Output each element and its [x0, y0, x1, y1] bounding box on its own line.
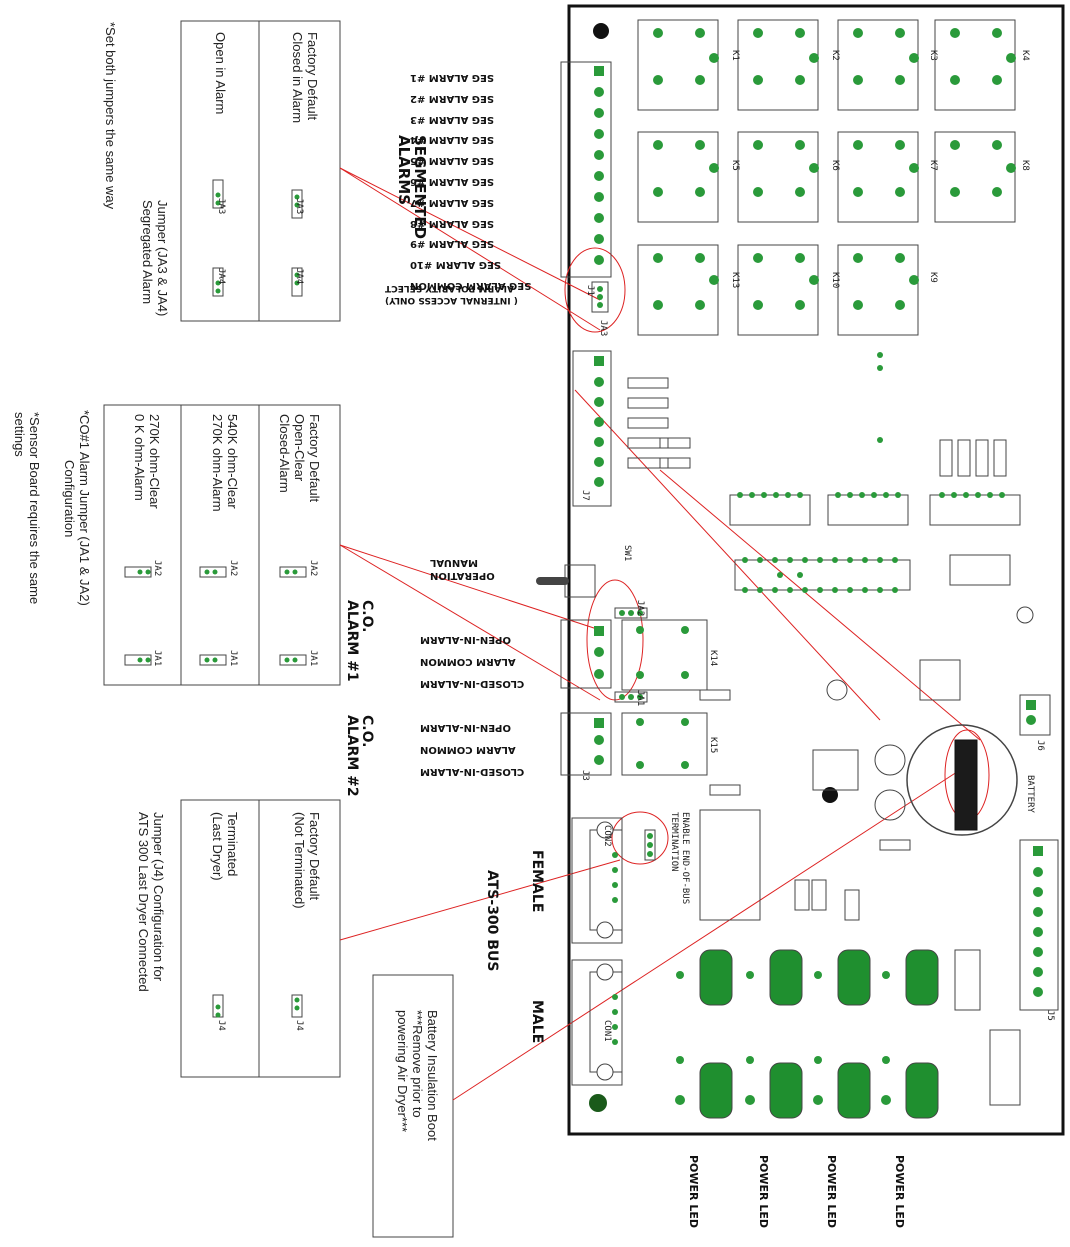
- j3-label: J3: [580, 770, 590, 781]
- ja2-board-label: JA2: [635, 600, 645, 617]
- battery-note: Battery Insulation Boot***Remove prior t…: [395, 1010, 440, 1141]
- seg-terminal-pins: [594, 66, 604, 265]
- seg-ja3-label-2: JA3: [216, 198, 226, 215]
- relay-k9-label: K9: [928, 272, 938, 283]
- battery-boot: [954, 739, 978, 831]
- co1-terminal-labels: CLOSED-IN-ALARM ALARM COMMON OPEN-IN-ALA…: [420, 634, 525, 689]
- relay-k2-label: K2: [830, 50, 840, 61]
- power-led-1: POWER LED: [687, 1155, 700, 1229]
- manual-operation-label: OPERATION MANUAL: [430, 557, 495, 581]
- ats-bus-label: ATS-300 BUS: [484, 870, 500, 972]
- female-label: FEMALE: [529, 850, 545, 913]
- relay-k5-label: K5: [730, 160, 740, 171]
- mounting-hole-top: [593, 23, 609, 39]
- relay-k10-label: K10: [830, 272, 840, 289]
- ic-area: [699, 494, 1021, 921]
- relay-k7-label: K7: [928, 160, 938, 171]
- con1-label: CON1: [602, 1020, 612, 1042]
- seg-caption: Jumper (JA3 & JA4)Segregated Alarm: [140, 200, 170, 317]
- relay-k3-label: K3: [928, 50, 938, 61]
- j1-label: J1: [585, 285, 595, 296]
- relay-pins: [636, 28, 1016, 769]
- fuses: [699, 949, 939, 1119]
- co-ja2-label-3: JA2: [152, 560, 162, 577]
- j4-jumper-table: [180, 799, 341, 1078]
- power-led-2: POWER LED: [757, 1155, 770, 1229]
- ja3-board-label: JA3: [598, 320, 608, 337]
- battery-note-box: [372, 974, 454, 1238]
- co-ja2-label-2: JA2: [228, 560, 238, 577]
- mounting-hole-mid: [822, 787, 838, 803]
- relay-k4-label: K4: [1020, 50, 1030, 61]
- relay-k1-label: K1: [730, 50, 740, 61]
- ic-pins: [737, 352, 1005, 593]
- co2-terminal-labels: CLOSED-IN-ALARM ALARM COMMON OPEN-IN-ALA…: [420, 722, 525, 777]
- leader-lines: [339, 167, 990, 1101]
- pcb-outline: [567, 4, 1065, 1136]
- ja1-board-label: JA1: [635, 690, 645, 707]
- relay-k13-label: K13: [730, 272, 740, 289]
- co-alarm-1-label: C.O.ALARM #1: [344, 600, 375, 682]
- sw1-label: SW1: [622, 545, 632, 562]
- seg-open-in-alarm: Open in Alarm: [213, 32, 228, 115]
- db9-female: [571, 817, 623, 944]
- male-label: MALE: [529, 1000, 545, 1044]
- co-caption: *CO#1 Alarm Jumper (JA1 & JA2)Configurat…: [62, 410, 92, 606]
- polarity-label: ( INTERNAL ACCESS ONLY) ALARM POLARITY S…: [385, 283, 518, 305]
- co-ja1-label-2: JA1: [228, 650, 238, 667]
- con2-label: CON2: [602, 825, 612, 847]
- battery-outline: [906, 724, 1018, 836]
- j4-factory-default: Factory Default(Not Terminated): [292, 812, 322, 909]
- db9-male: [571, 959, 623, 1086]
- co-alarm-2-label: C.O.ALARM #2: [344, 715, 375, 797]
- co-ja1-label-3: JA1: [152, 650, 162, 667]
- relay-k14-label: K14: [708, 650, 718, 667]
- j6-label: J6: [1035, 740, 1045, 751]
- resistors: [627, 377, 1007, 921]
- relay-k15-label: K15: [708, 737, 718, 754]
- power-led-3: POWER LED: [825, 1155, 838, 1229]
- seg-ja4-label-2: JA4: [216, 268, 226, 285]
- j4-terminated: Terminated(Last Dryer): [210, 812, 240, 881]
- co-ja1-label-1: JA1: [308, 650, 318, 667]
- relay-k8-label: K8: [1020, 160, 1030, 171]
- j4-label-1: J4: [294, 1020, 304, 1031]
- seg-note: *Set both jumpers the same way: [103, 22, 118, 210]
- seg-alarm-list: SEG ALARM COMMON SEG ALARM #10 SEG ALARM…: [410, 71, 532, 291]
- seg-ja4-label-1: JA4: [294, 268, 304, 285]
- j7-label: J7: [580, 490, 590, 501]
- j4-label-2: J4: [216, 1020, 226, 1031]
- seg-ja3-label-1: JA3: [294, 198, 304, 215]
- power-led-4: POWER LED: [893, 1155, 906, 1229]
- battery-label: BATTERY: [1025, 775, 1035, 813]
- power-led-dots: [675, 971, 891, 1105]
- relay-k6-label: K6: [830, 160, 840, 171]
- co-ja2-label-1: JA2: [308, 560, 318, 577]
- mounting-hole-bottom: [589, 1094, 607, 1112]
- relay-row-1: [621, 19, 1016, 776]
- seg-jumper-table: [180, 20, 341, 322]
- j5-label: J5: [1045, 1010, 1055, 1021]
